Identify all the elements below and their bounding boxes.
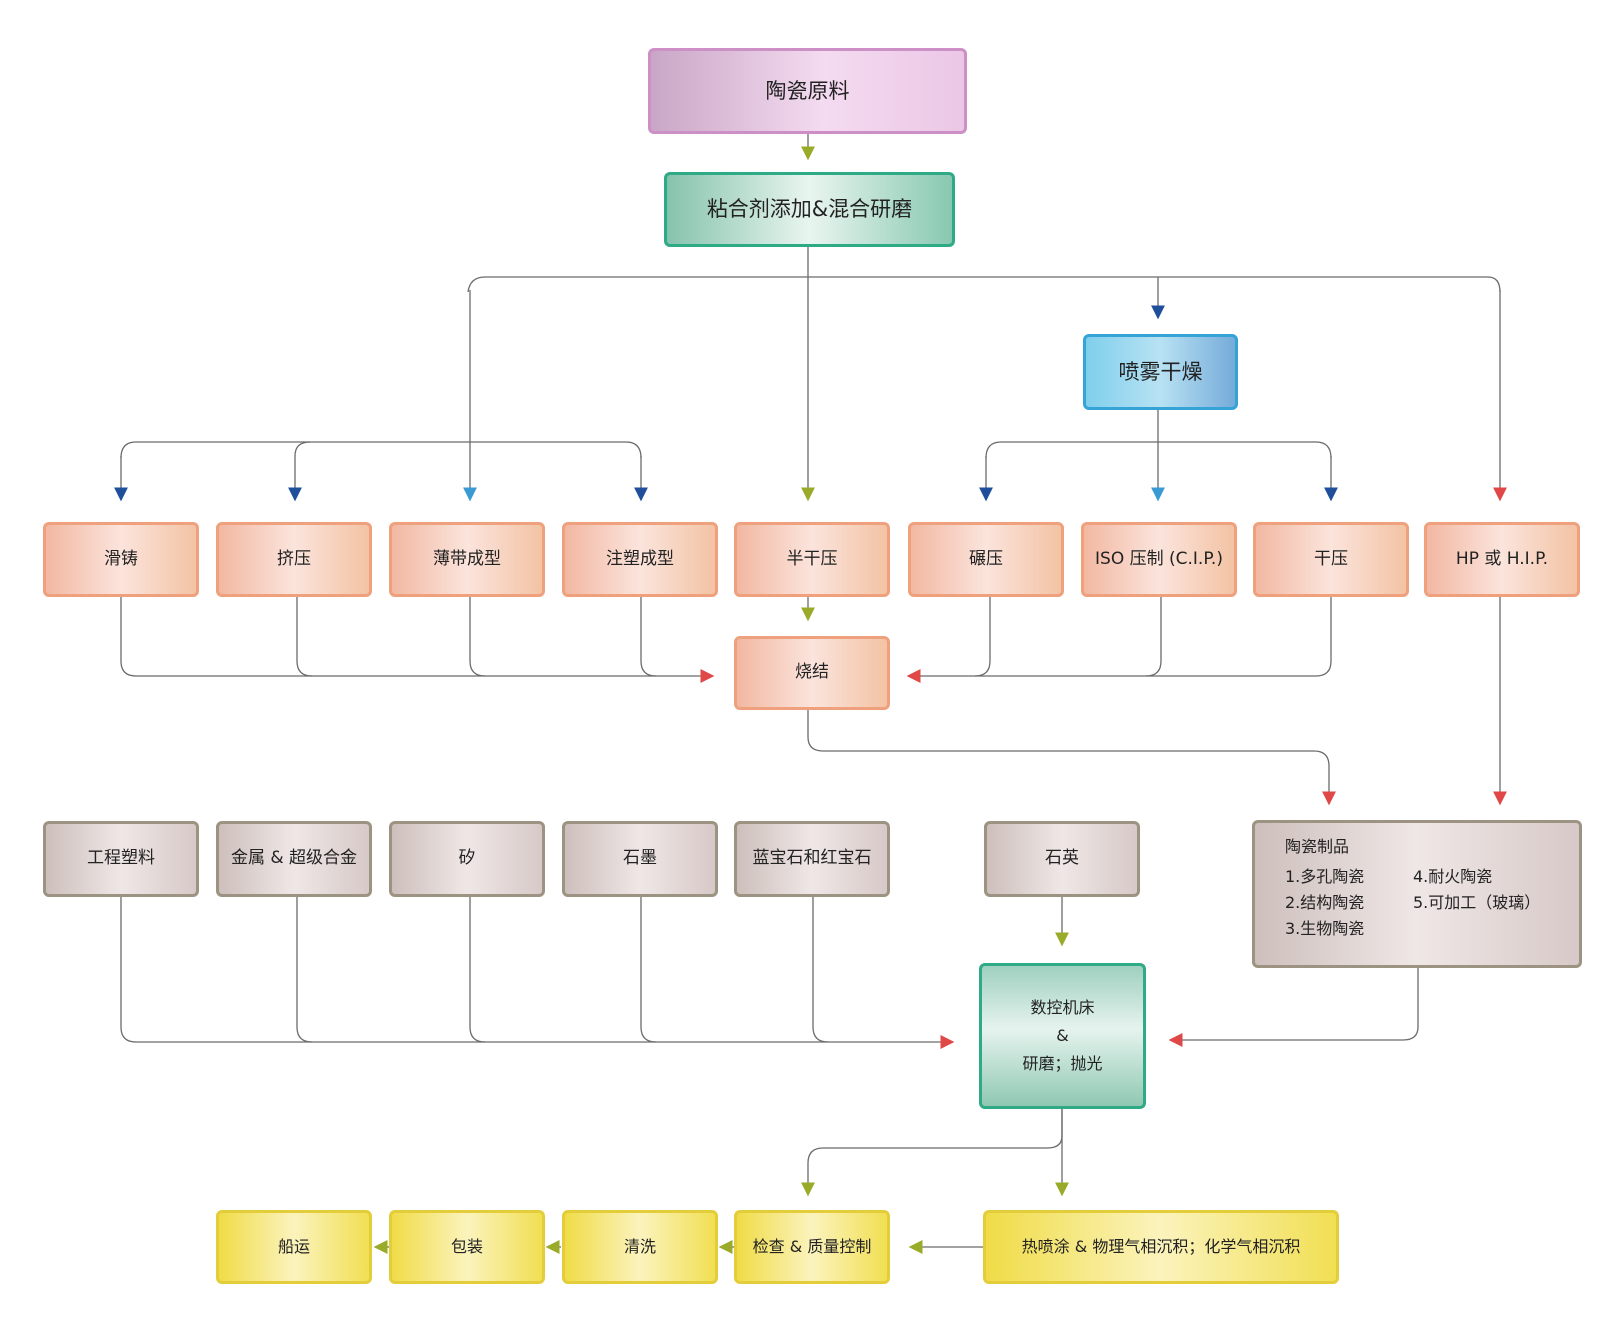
node-binder-mixing-label: 粘合剂添加&混合研磨 (706, 197, 913, 222)
node-dry-press-label: 干压 (1314, 548, 1348, 569)
node-hp-hip-label: HP 或 H.I.P. (1455, 548, 1549, 569)
node-slip-casting: 滑铸 (43, 522, 199, 597)
edge-right-into-sinter (906, 597, 1332, 683)
edge-left-bus (120, 441, 642, 459)
node-dry-press: 干压 (1253, 522, 1409, 597)
node-sapphire-ruby-label: 蓝宝石和红宝石 (752, 848, 872, 869)
node-cnc-line1: 数控机床 (1030, 998, 1095, 1017)
node-cnc-line3: 研磨；抛光 (1022, 1054, 1103, 1073)
node-roll-compaction-label: 碾压 (969, 548, 1003, 569)
product-item: 3.生物陶瓷 (1285, 919, 1365, 938)
node-cleaning: 清洗 (562, 1210, 718, 1284)
node-roll-compaction: 碾压 (908, 522, 1064, 597)
node-semi-dry-press-label: 半干压 (786, 548, 838, 569)
edge-iso-join (1145, 597, 1162, 677)
node-cleaning-label: 清洗 (623, 1237, 656, 1256)
node-quartz: 石英 (984, 821, 1140, 897)
product-item: 1.多孔陶瓷 (1285, 867, 1365, 886)
edge-sinter-products (807, 710, 1336, 806)
products-list: 1.多孔陶瓷 4.耐火陶瓷 2.结构陶瓷 5.可加工（玻璃） 3.生物陶瓷 (1285, 867, 1540, 939)
node-engineering-plastics: 工程塑料 (43, 821, 199, 897)
node-metal-superalloy-label: 金属 & 超级合金 (230, 848, 358, 869)
edge-materials-cnc (120, 897, 955, 1049)
edge-left-into-sinter (120, 597, 715, 683)
node-injection-molding-label: 注塑成型 (606, 548, 674, 569)
product-item: 4.耐火陶瓷 (1413, 867, 1493, 886)
edge-roll-join (974, 597, 991, 677)
edge-inject-join (640, 597, 657, 677)
node-shipping: 船运 (216, 1210, 372, 1284)
node-raw-materials-label: 陶瓷原料 (765, 78, 850, 103)
node-tape-casting-label: 薄带成型 (433, 548, 501, 569)
node-raw-materials: 陶瓷原料 (648, 48, 967, 134)
node-cnc-grinding: 数控机床 & 研磨；抛光 (979, 963, 1146, 1109)
node-semi-dry-press: 半干压 (734, 522, 890, 597)
edge-products-cnc (1168, 968, 1419, 1047)
node-iso-press: ISO 压制 (C.I.P.) (1081, 522, 1237, 597)
node-graphite-label: 石墨 (623, 848, 657, 869)
edge-metal-join (296, 897, 313, 1043)
node-binder-mixing: 粘合剂添加&混合研磨 (664, 172, 955, 247)
edge-sapphire-join (812, 897, 829, 1043)
node-packaging: 包装 (389, 1210, 545, 1284)
node-inspection-qc: 检查 & 质量控制 (734, 1210, 890, 1284)
node-packaging-label: 包装 (450, 1237, 483, 1256)
edge-extrude-join (296, 597, 313, 677)
node-cnc-line2: & (1056, 1026, 1069, 1045)
node-inspection-qc-label: 检查 & 质量控制 (752, 1237, 872, 1256)
node-silicon-label: 矽 (458, 848, 476, 869)
node-engineering-plastics-label: 工程塑料 (87, 848, 155, 869)
edge-cnc-inspect (801, 1109, 1063, 1197)
edge-bus-extrude (294, 441, 311, 457)
node-sintering-label: 烧结 (795, 662, 829, 683)
node-coating-label: 热喷涂 & 物理气相沉积；化学气相沉积 (1021, 1237, 1301, 1256)
node-extrusion-label: 挤压 (277, 548, 311, 569)
node-slip-casting-label: 滑铸 (104, 548, 138, 569)
products-title: 陶瓷制品 (1285, 837, 1350, 856)
node-spray-drying: 喷雾干燥 (1083, 334, 1238, 410)
edge-silicon-join (469, 897, 486, 1043)
product-item: 5.可加工（玻璃） (1413, 893, 1541, 912)
node-ceramic-products: 陶瓷制品 1.多孔陶瓷 4.耐火陶瓷 2.结构陶瓷 5.可加工（玻璃） 3.生物… (1252, 820, 1582, 968)
node-iso-press-label: ISO 压制 (C.I.P.) (1095, 548, 1223, 569)
node-quartz-label: 石英 (1045, 848, 1079, 869)
edge-graphite-join (640, 897, 657, 1043)
node-hp-hip: HP 或 H.I.P. (1424, 522, 1580, 597)
node-silicon: 矽 (389, 821, 545, 897)
edge-top-bus (467, 276, 1501, 293)
edge-spray-bus (985, 441, 1332, 459)
node-extrusion: 挤压 (216, 522, 372, 597)
node-graphite: 石墨 (562, 821, 718, 897)
node-sapphire-ruby: 蓝宝石和红宝石 (734, 821, 890, 897)
product-item: 2.结构陶瓷 (1285, 893, 1365, 912)
node-spray-drying-label: 喷雾干燥 (1118, 359, 1203, 384)
node-metal-superalloy: 金属 & 超级合金 (216, 821, 372, 897)
edge-tape-join (469, 597, 486, 677)
node-shipping-label: 船运 (277, 1237, 310, 1256)
node-coating: 热喷涂 & 物理气相沉积；化学气相沉积 (983, 1210, 1339, 1284)
node-injection-molding: 注塑成型 (562, 522, 718, 597)
node-tape-casting: 薄带成型 (389, 522, 545, 597)
node-sintering: 烧结 (734, 636, 890, 710)
